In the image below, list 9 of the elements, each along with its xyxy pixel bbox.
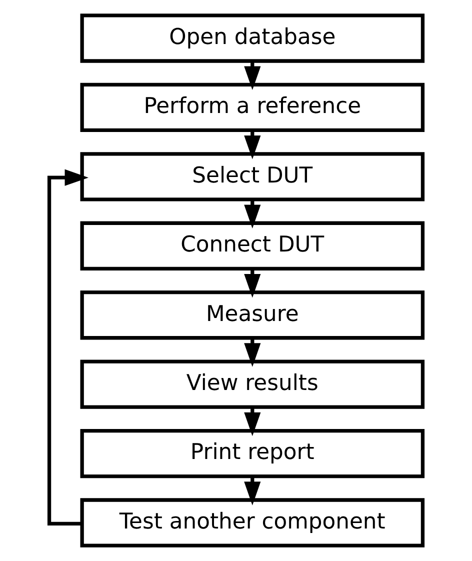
arrow xyxy=(47,169,88,526)
node-box: Measure xyxy=(80,290,425,340)
node-box: Print report xyxy=(80,428,425,478)
node-box: Connect DUT xyxy=(80,221,425,270)
node-box: Select DUT xyxy=(80,152,425,202)
node-box: Test another component xyxy=(80,498,425,548)
node-box: Perform a reference xyxy=(80,82,425,132)
node-box: Open database xyxy=(80,14,425,63)
node-box: View results xyxy=(80,360,425,409)
